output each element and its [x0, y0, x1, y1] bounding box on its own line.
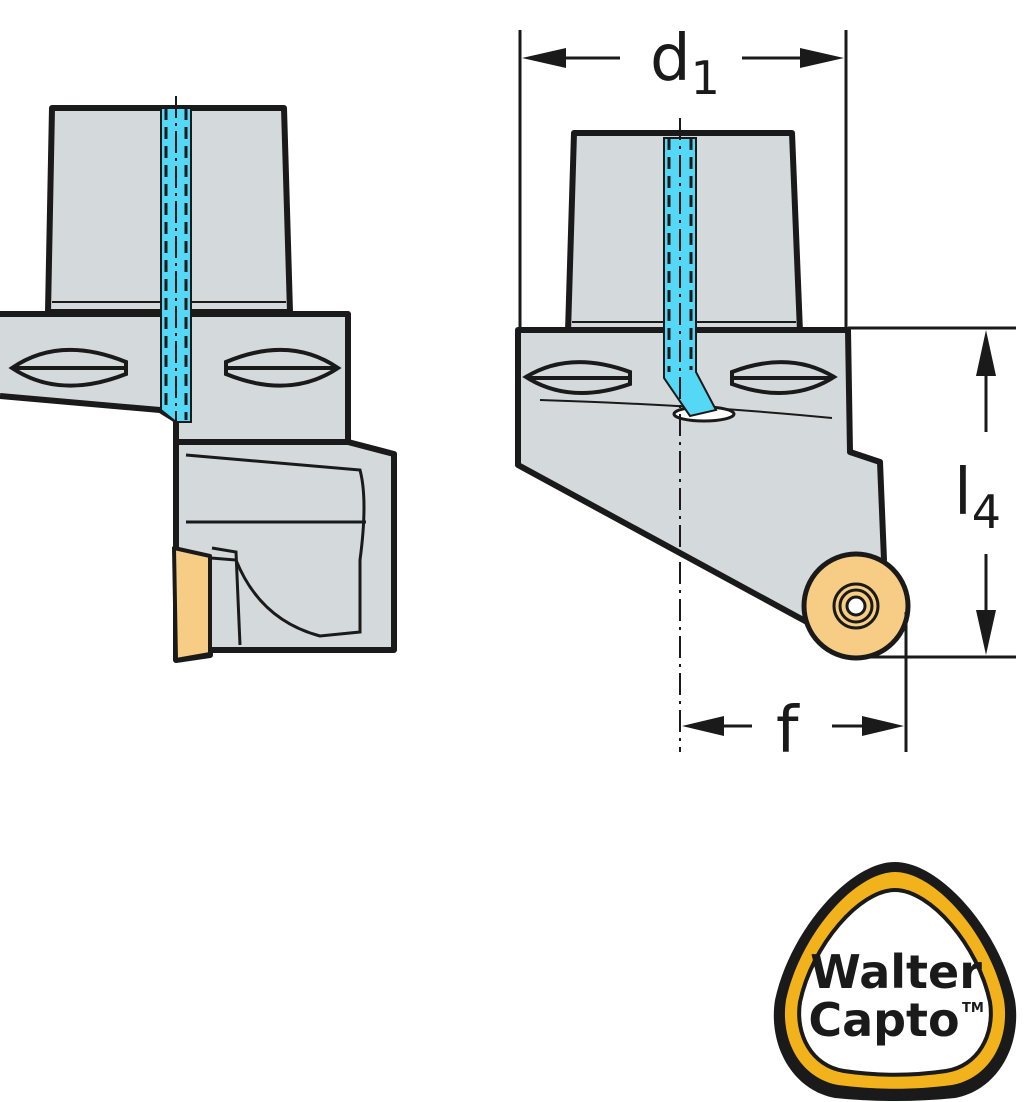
dimension-l4-label: l4: [954, 456, 1001, 539]
front-view: [515, 118, 911, 752]
side-view-insert: [172, 546, 212, 662]
dimension-l4: l4: [848, 326, 1016, 659]
logo-line-walter: Walter: [810, 945, 982, 999]
side-view: [0, 96, 397, 663]
walter-capto-logo-inner: [797, 887, 993, 1077]
side-view-screw-slot-left: [8, 347, 128, 388]
dimension-d1: d1: [518, 22, 848, 328]
dimension-d1-label: d1: [650, 22, 720, 105]
front-view-body: [515, 327, 887, 631]
logo-trademark: TM: [962, 1001, 984, 1016]
dimension-f: f: [682, 612, 908, 768]
side-view-screw-slot-right: [224, 347, 342, 388]
front-view-screw-slot-right: [730, 360, 838, 395]
front-view-round-insert: [801, 551, 911, 661]
front-view-screw-slot-left: [522, 360, 632, 395]
walter-capto-logo: Walter Capto TM: [773, 862, 1017, 1101]
logo-line-capto: Capto: [808, 993, 959, 1047]
dimension-f-label: f: [776, 694, 800, 768]
